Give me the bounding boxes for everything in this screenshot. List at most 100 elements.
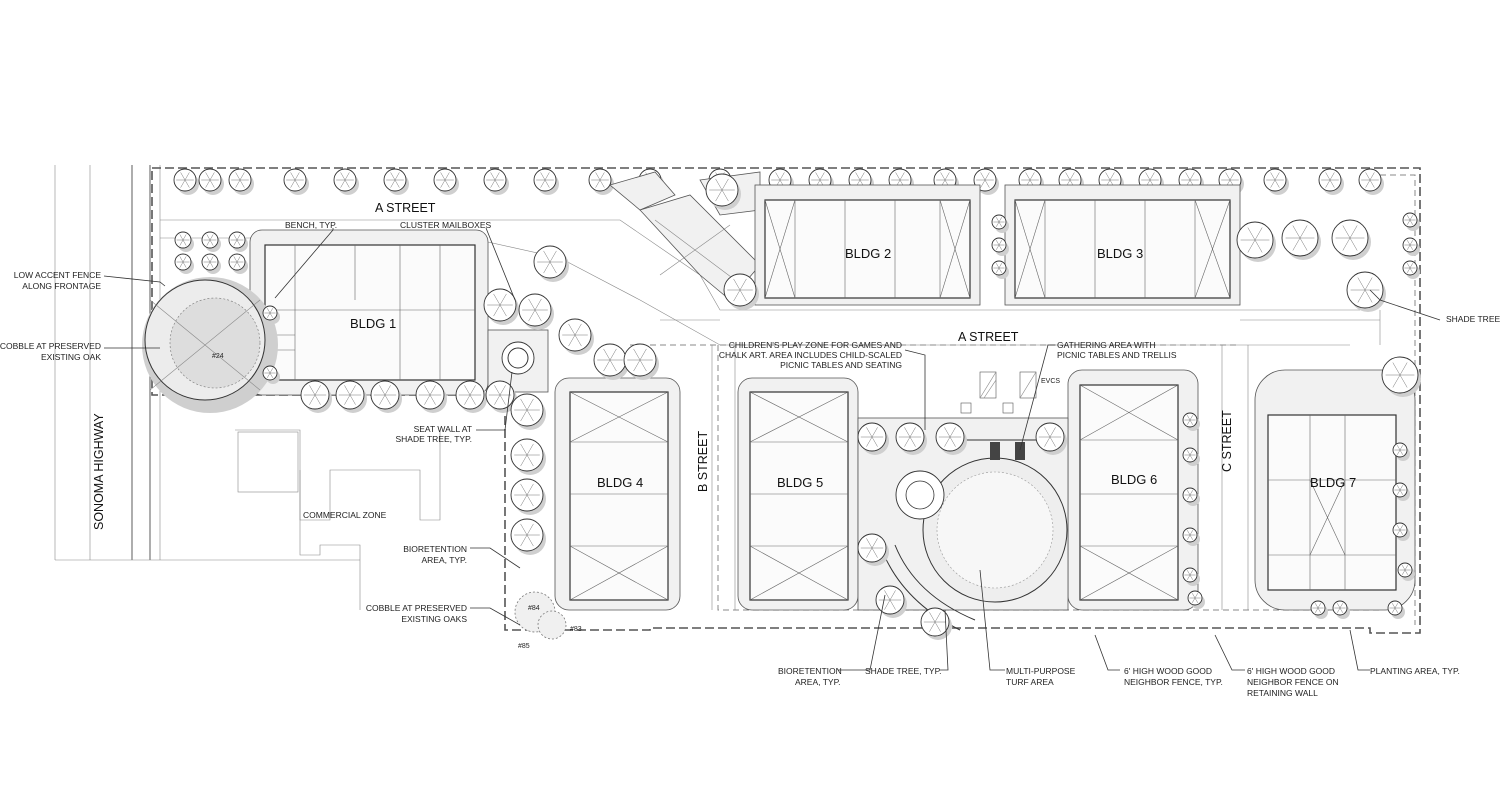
tree-symbol bbox=[1387, 600, 1405, 619]
c-street-label: C STREET bbox=[1220, 410, 1234, 472]
tree-symbol bbox=[1402, 212, 1420, 231]
low-fence-callout-1: LOW ACCENT FENCE bbox=[14, 270, 102, 280]
tree-symbol bbox=[1332, 600, 1350, 619]
tree-symbol bbox=[1392, 442, 1410, 461]
building-7 bbox=[1254, 369, 1416, 611]
gathering-callout-2: PICNIC TABLES AND TRELLIS bbox=[1057, 350, 1177, 360]
tree-symbol bbox=[991, 214, 1009, 233]
tree-symbol bbox=[1182, 487, 1200, 506]
building-5 bbox=[737, 377, 859, 611]
bldg-3-label: BLDG 3 bbox=[1097, 246, 1143, 261]
tree-symbol bbox=[201, 231, 221, 252]
tree-symbol bbox=[262, 365, 280, 384]
tree-symbol bbox=[1402, 237, 1420, 256]
tree-symbol bbox=[1182, 567, 1200, 586]
bioretention-bottom-callout-1: BIORETENTION bbox=[778, 666, 842, 676]
children-zone-callout-1: CHILDREN'S PLAY ZONE FOR GAMES AND bbox=[729, 340, 902, 350]
tree-symbol bbox=[370, 380, 402, 413]
tree-symbol bbox=[1392, 482, 1410, 501]
building-1 bbox=[249, 229, 489, 396]
building-2 bbox=[754, 184, 981, 306]
tree-symbol bbox=[1035, 422, 1067, 455]
cobble-oak-callout-2: EXISTING OAK bbox=[41, 352, 101, 362]
tree-symbol bbox=[1358, 168, 1384, 195]
tree-symbol bbox=[723, 273, 759, 310]
commercial-outline bbox=[235, 429, 441, 610]
tree-tag-83: #83 bbox=[570, 626, 582, 633]
tree-symbol bbox=[485, 380, 517, 413]
tree-symbol bbox=[588, 168, 614, 195]
tree-symbol bbox=[1318, 168, 1344, 195]
preserved-oak bbox=[142, 277, 278, 413]
bldg-4-label: BLDG 4 bbox=[597, 475, 643, 490]
mailboxes-callout: CLUSTER MAILBOXES bbox=[400, 220, 491, 230]
tree-symbol bbox=[991, 237, 1009, 256]
tree-symbol bbox=[1281, 219, 1321, 260]
tree-symbol bbox=[300, 380, 332, 413]
tree-symbol bbox=[262, 305, 280, 324]
tree-symbol bbox=[198, 168, 224, 195]
tree-symbol bbox=[174, 231, 194, 252]
tree-symbol bbox=[1263, 168, 1289, 195]
bldg-1-label: BLDG 1 bbox=[350, 316, 396, 331]
evcs-tag: EVCS bbox=[1041, 378, 1060, 385]
tree-symbol bbox=[533, 168, 559, 195]
a-street-top-label: A STREET bbox=[375, 201, 436, 215]
seat-wall-callout-2: SHADE TREE, TYP. bbox=[395, 434, 472, 444]
bldg-2-label: BLDG 2 bbox=[845, 246, 891, 261]
fence-wood-callout-2: NEIGHBOR FENCE, TYP. bbox=[1124, 677, 1223, 687]
fence-wood-callout-1: 6' HIGH WOOD GOOD bbox=[1124, 666, 1212, 676]
tree-symbol bbox=[483, 288, 519, 325]
courtyard bbox=[857, 417, 1069, 631]
tree-symbol bbox=[228, 253, 248, 274]
tree-symbol bbox=[1397, 562, 1415, 581]
tree-tag-24: #24 bbox=[212, 353, 224, 360]
tree-symbol bbox=[558, 318, 594, 355]
tree-symbol bbox=[593, 343, 629, 380]
fence-wall-callout-2: NEIGHBOR FENCE ON bbox=[1247, 677, 1339, 687]
tree-symbol bbox=[510, 478, 546, 515]
bioretention-bottom-callout-2: AREA, TYP. bbox=[795, 677, 841, 687]
tree-symbol bbox=[518, 293, 554, 330]
turf-callout-2: TURF AREA bbox=[1006, 677, 1054, 687]
highway-label: SONOMA HIGHWAY bbox=[92, 413, 106, 530]
tree-tag-84: #84 bbox=[528, 605, 540, 612]
fence-wall-callout-3: RETAINING WALL bbox=[1247, 688, 1318, 698]
shade-tree-right-callout: SHADE TREE, bbox=[1446, 314, 1500, 324]
seat-wall-callout-1: SEAT WALL AT bbox=[414, 424, 472, 434]
tree-symbol bbox=[623, 343, 659, 380]
tree-layer bbox=[174, 173, 1421, 640]
a-street-mid-label: A STREET bbox=[958, 330, 1019, 344]
tree-symbol bbox=[1310, 600, 1328, 619]
planting-callout: PLANTING AREA, TYP. bbox=[1370, 666, 1460, 676]
tree-symbol bbox=[510, 438, 546, 475]
tree-symbol bbox=[1402, 260, 1420, 279]
children-zone-callout-3: PICNIC TABLES AND SEATING bbox=[780, 360, 902, 370]
commercial-zone-label: COMMERCIAL ZONE bbox=[303, 510, 387, 520]
tree-symbol bbox=[510, 393, 546, 430]
bldg-7-label: BLDG 7 bbox=[1310, 475, 1356, 490]
tree-symbol bbox=[857, 422, 889, 455]
cobble-oaks-callout-2: EXISTING OAKS bbox=[401, 614, 467, 624]
tree-symbol bbox=[173, 168, 199, 195]
tree-symbol bbox=[228, 168, 254, 195]
tree-symbol bbox=[415, 380, 447, 413]
tree-symbol bbox=[1187, 590, 1205, 609]
tree-symbol bbox=[991, 260, 1009, 279]
tree-tag-85: #85 bbox=[518, 643, 530, 650]
parking-hatch bbox=[960, 371, 1037, 414]
tree-symbol bbox=[857, 533, 889, 566]
tree-symbol bbox=[383, 168, 409, 195]
tree-symbol bbox=[333, 168, 359, 195]
tree-symbol bbox=[1182, 447, 1200, 466]
tree-symbol bbox=[228, 231, 248, 252]
low-fence-callout-2: ALONG FRONTAGE bbox=[22, 281, 101, 291]
bldg-5-label: BLDG 5 bbox=[777, 475, 823, 490]
bioretention-left-callout-2: AREA, TYP. bbox=[421, 555, 467, 565]
tree-symbol bbox=[920, 607, 952, 640]
bldg-6-label: BLDG 6 bbox=[1111, 472, 1157, 487]
bioretention-left-callout-1: BIORETENTION bbox=[403, 544, 467, 554]
preserved-oaks-bottom bbox=[514, 591, 567, 640]
tree-symbol bbox=[283, 168, 309, 195]
